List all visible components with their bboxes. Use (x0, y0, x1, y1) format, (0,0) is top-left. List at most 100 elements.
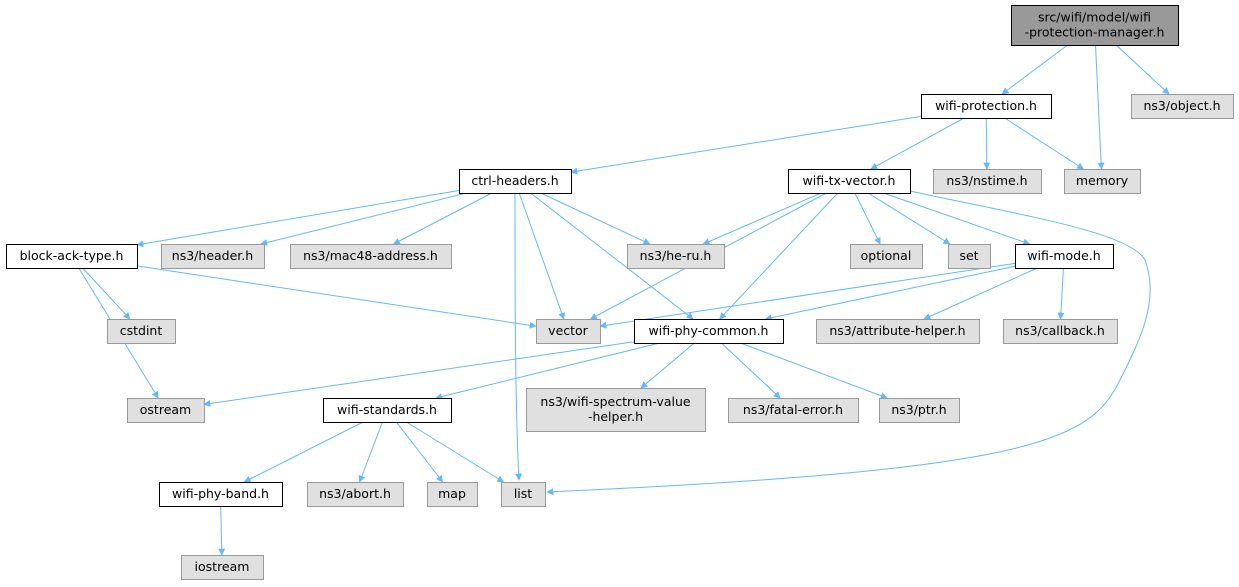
node-label: src/wifi/model/wifi (1038, 10, 1151, 25)
node-box (921, 94, 1052, 119)
node-label: iostream (195, 559, 250, 574)
edge-wifi-protection-to-ns3-nstime (983, 117, 991, 170)
node-label: ns3/mac48-address.h (303, 248, 438, 263)
edge-wifi-standards-to-ns3-abort (358, 421, 383, 483)
node-root: src/wifi/model/wifi-protection-manager.h (1011, 5, 1179, 46)
node-box (526, 388, 706, 432)
node-box (1064, 169, 1141, 194)
edge-line (518, 192, 565, 320)
edge-line (1004, 117, 1084, 170)
node-optional: optional (850, 244, 923, 269)
edge-wifi-phy-common-to-ns3-wifi-spectrum (640, 342, 695, 389)
node-label: wifi-phy-common.h (649, 323, 769, 338)
edge-line (867, 192, 951, 245)
node-ns3-he-ru: ns3/he-ru.h (627, 244, 725, 269)
edge-line (883, 192, 1031, 246)
edges-layer (78, 44, 1170, 556)
edge-wifi-mode-to-ns3-attribute-helper (923, 267, 1038, 320)
node-ostream: ostream (127, 398, 205, 423)
node-block-ack-type[interactable]: block-ack-type.h (6, 244, 138, 269)
edge-line (1115, 44, 1170, 95)
node-wifi-standards[interactable]: wifi-standards.h (323, 398, 452, 423)
edge-line (530, 192, 694, 320)
node-box (948, 244, 991, 269)
node-label: optional (861, 248, 912, 263)
edge-line (740, 342, 888, 400)
edge-wifi-mode-to-vector (599, 262, 1016, 329)
node-wifi-mode[interactable]: wifi-mode.h (1015, 244, 1114, 269)
node-box (1003, 319, 1118, 344)
node-label: ns3/fatal-error.h (743, 402, 843, 417)
node-label: ns3/ptr.h (891, 402, 946, 417)
edge-wifi-tx-vector-to-optional (854, 192, 881, 245)
edge-block-ack-type-to-vector (136, 265, 537, 329)
node-ns3-header: ns3/header.h (161, 244, 265, 269)
node-label: wifi-mode.h (1027, 248, 1100, 263)
node-box (127, 398, 205, 423)
edge-line (1001, 44, 1068, 95)
node-wifi-protection[interactable]: wifi-protection.h (921, 94, 1052, 119)
node-label: ns3/attribute-helper.h (829, 323, 965, 338)
edge-line (392, 192, 493, 245)
edge-line (640, 342, 695, 389)
node-box (816, 319, 980, 344)
edge-ctrl-headers-to-ns3-he-ru (540, 192, 651, 245)
node-box (290, 244, 452, 269)
node-box (501, 482, 546, 507)
node-list: list (501, 482, 546, 507)
edge-wifi-phy-band-to-iostream (218, 505, 226, 556)
edge-line (599, 262, 1016, 329)
edge-wifi-tx-vector-to-ns3-he-ru (702, 192, 822, 245)
edge-ctrl-headers-to-wifi-phy-common (530, 192, 694, 320)
node-box (307, 482, 404, 507)
node-map: map (427, 482, 478, 507)
node-label: ns3/callback.h (1015, 323, 1105, 338)
edge-ctrl-headers-to-ns3-header (260, 192, 467, 246)
node-box (788, 169, 911, 194)
node-label: map (438, 486, 466, 501)
node-label: ns3/nstime.h (946, 173, 1027, 188)
edge-wifi-phy-common-to-wifi-standards (435, 342, 660, 400)
edge-line (540, 192, 651, 245)
edge-line (358, 421, 383, 483)
edge-ctrl-headers-to-block-ack-type (136, 190, 460, 248)
node-set: set (948, 244, 991, 269)
node-label: list (514, 486, 532, 501)
edge-line (218, 505, 226, 556)
edge-block-ack-type-to-cstdint (82, 267, 131, 320)
edge-line (764, 265, 1016, 322)
node-box (879, 398, 960, 423)
edge-wifi-standards-to-wifi-phy-band (243, 421, 364, 483)
node-label: ns3/object.h (1143, 98, 1220, 113)
node-ns3-wifi-spectrum: ns3/wifi-spectrum-value-helper.h (526, 388, 706, 432)
node-box (1015, 244, 1114, 269)
node-wifi-phy-common[interactable]: wifi-phy-common.h (634, 319, 784, 344)
edge-line (395, 421, 444, 483)
node-ns3-attribute-helper: ns3/attribute-helper.h (816, 319, 980, 344)
node-memory: memory (1064, 169, 1141, 194)
node-box (1131, 94, 1234, 119)
edge-line (546, 190, 1151, 496)
node-label: -helper.h (588, 409, 643, 424)
node-box (161, 244, 265, 269)
edge-line (82, 267, 131, 320)
edge-ctrl-headers-to-vector (518, 192, 565, 320)
node-wifi-phy-band[interactable]: wifi-phy-band.h (159, 482, 283, 507)
node-ns3-fatal-error: ns3/fatal-error.h (728, 398, 859, 423)
node-ns3-mac48: ns3/mac48-address.h (290, 244, 452, 269)
node-box (728, 398, 859, 423)
node-box (6, 244, 138, 269)
edge-root-to-ns3-object (1115, 44, 1170, 95)
node-label: ns3/he-ru.h (640, 248, 712, 263)
edge-wifi-tx-vector-to-wifi-phy-common (719, 192, 839, 320)
edge-wifi-tx-vector-to-set (867, 192, 951, 245)
node-box (323, 398, 452, 423)
edge-wifi-protection-to-memory (1004, 117, 1084, 170)
edge-wifi-phy-common-to-ns3-fatal-error (720, 342, 781, 399)
node-label: cstdint (120, 323, 163, 338)
node-wifi-tx-vector[interactable]: wifi-tx-vector.h (788, 169, 911, 194)
node-label: wifi-standards.h (337, 402, 437, 417)
node-label: memory (1076, 173, 1129, 188)
node-ctrl-headers[interactable]: ctrl-headers.h (459, 169, 572, 194)
